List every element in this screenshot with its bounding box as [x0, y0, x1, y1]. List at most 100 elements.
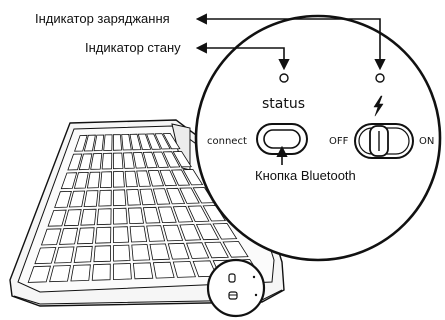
keyboard-key	[47, 209, 67, 227]
keyboard-key	[73, 171, 89, 189]
keyboard-key	[70, 264, 91, 282]
keyboard-key	[93, 134, 105, 152]
keyboard-key	[98, 189, 112, 207]
port-dot-small	[252, 275, 256, 279]
keyboard-key	[96, 208, 112, 226]
keyboard-key	[179, 224, 202, 241]
keyboard-key	[73, 245, 93, 263]
keyboard-key	[99, 171, 113, 189]
keyboard-key	[186, 242, 210, 259]
keyboard-key	[162, 133, 181, 150]
keyboard-key	[113, 226, 130, 244]
off-label: OFF	[329, 136, 349, 147]
keyboard-key	[157, 206, 177, 224]
connect-label: connect	[207, 136, 247, 147]
keyboard-key	[172, 261, 196, 278]
keyboard-key	[204, 241, 229, 259]
status-indicator-label: Індикатор стану	[85, 40, 181, 55]
keyboard-key	[187, 205, 210, 223]
keyboard-key	[142, 206, 161, 224]
status-led	[279, 73, 289, 83]
bluetooth-button	[263, 129, 301, 149]
keyboard-key	[159, 169, 178, 187]
keyboard-key	[113, 170, 125, 188]
keyboard-key	[91, 263, 111, 281]
keyboard-key	[53, 246, 75, 264]
keyboard-key	[149, 243, 170, 261]
keyboard-key	[126, 188, 141, 206]
keyboard-key	[172, 205, 194, 223]
keyboard-key	[132, 152, 147, 169]
keyboard-key	[154, 133, 171, 150]
keyboard-key	[222, 241, 249, 258]
bluetooth-button-label: Кнопка Bluetooth	[255, 168, 356, 183]
keyboard-key	[113, 244, 131, 262]
charge-indicator-label: Індикатор заряджання	[35, 11, 170, 26]
keyboard-key	[124, 170, 138, 188]
keyboard-key	[34, 247, 57, 265]
keyboard-key	[136, 170, 151, 187]
keyboard-key	[63, 209, 82, 227]
keyboard-key	[113, 134, 123, 151]
keyboard-key	[101, 152, 113, 170]
keyboard-key	[67, 153, 83, 171]
keyboard-key	[127, 207, 144, 225]
keyboard-key	[86, 171, 101, 189]
keyboard-key	[112, 189, 127, 207]
key-grid	[27, 133, 261, 283]
keyboard-key	[166, 187, 186, 205]
keyboard-key	[162, 224, 184, 242]
status-label: status	[262, 96, 305, 112]
keyboard-key	[147, 169, 165, 187]
keyboard-key	[129, 133, 142, 151]
on-label: ON	[419, 136, 434, 147]
charge-led	[375, 73, 385, 83]
callout-lines	[195, 13, 386, 165]
keyboard-key	[121, 133, 132, 151]
keyboard-key	[152, 188, 171, 205]
keyboard-key	[80, 208, 97, 226]
side-port-callout	[206, 258, 266, 318]
keyboard-key	[78, 153, 93, 171]
keyboard-key	[172, 151, 192, 168]
keyboard-key	[113, 263, 132, 281]
keyboard-key	[182, 169, 204, 186]
keyboard-key	[95, 226, 112, 244]
keyboard-key	[142, 151, 158, 169]
keyboard-key	[195, 223, 220, 241]
keyboard-key	[202, 205, 227, 222]
keyboard-key	[113, 207, 128, 225]
keyboard-key	[68, 190, 86, 208]
keyboard-key	[83, 190, 99, 208]
keyboard-key	[212, 223, 238, 240]
switch-panel-zoom: status connect OFF ON	[194, 14, 442, 262]
keyboard-key	[137, 133, 152, 150]
keyboard-key	[131, 244, 151, 261]
keyboard-key	[167, 242, 190, 260]
keyboard-key	[60, 172, 78, 190]
keyboard-key	[179, 187, 200, 204]
port-dot-small-2	[254, 293, 258, 297]
keyboard-key	[132, 262, 154, 280]
keyboard-key	[129, 225, 148, 243]
keyboard-key	[103, 134, 113, 151]
keyboard-key	[146, 225, 166, 242]
keyboard-key	[93, 245, 112, 263]
keyboard-key	[152, 261, 175, 279]
keyboard-key	[170, 169, 191, 186]
keyboard-key	[83, 134, 96, 152]
charge-indicator-arrow-line	[195, 13, 386, 71]
keyboard-key	[146, 133, 162, 150]
keyboard-key	[90, 153, 103, 170]
case-bottom-lip	[13, 289, 283, 305]
lightning-bolt-icon	[373, 95, 384, 117]
keyboard-key	[49, 265, 71, 283]
keyboard-key	[27, 265, 52, 283]
port-zoom-circle	[206, 258, 266, 318]
keyboard-key	[40, 228, 62, 246]
status-indicator-arrow-line	[195, 42, 290, 71]
keyboard-key	[58, 227, 79, 245]
keyboard-key	[77, 227, 95, 245]
keyboard-key	[74, 134, 88, 152]
